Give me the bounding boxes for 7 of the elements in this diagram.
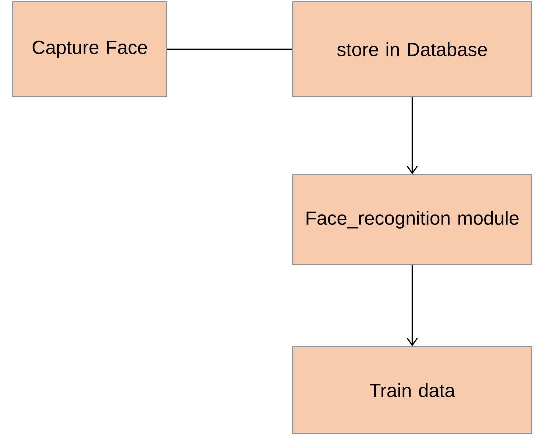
process-box: Face_recognition module [292, 174, 532, 266]
arrow [407, 98, 418, 174]
process-box: store in Database [292, 2, 532, 98]
connector-line [168, 48, 292, 50]
process-box: Train data [292, 346, 532, 434]
arrow [407, 265, 418, 346]
process-box: Capture Face [12, 2, 168, 98]
